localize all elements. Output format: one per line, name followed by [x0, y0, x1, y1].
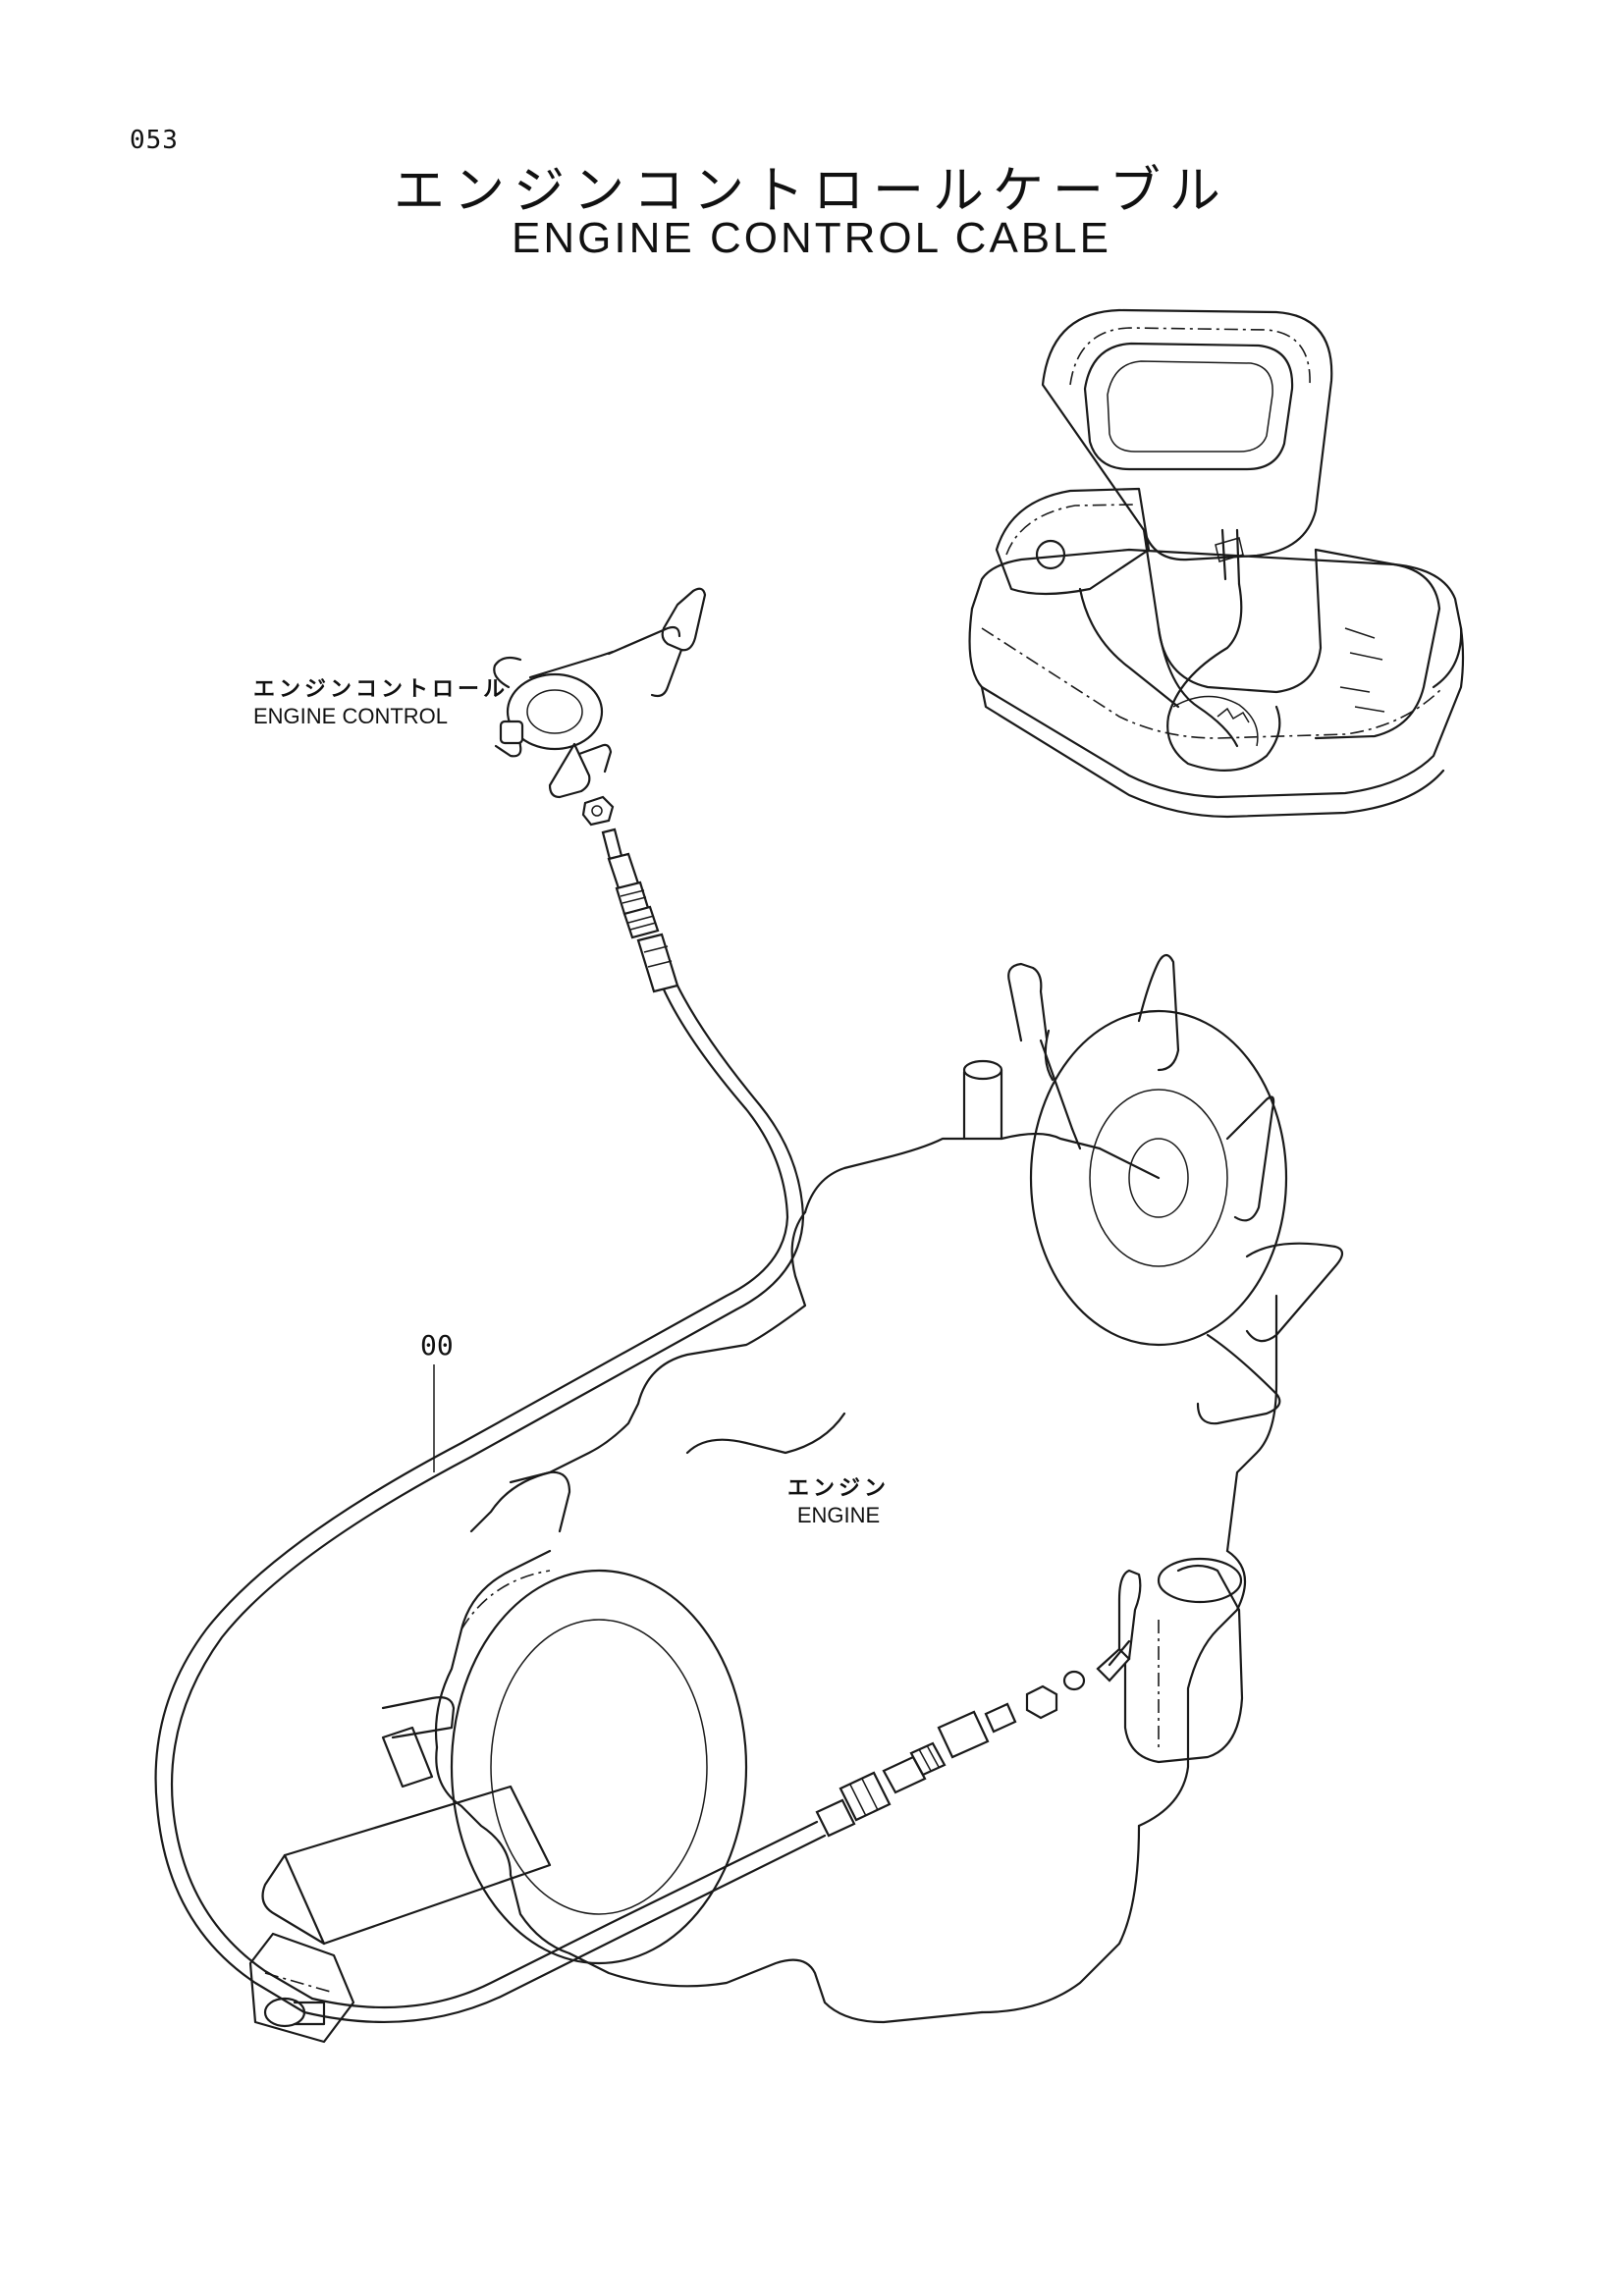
- label-engine: エンジン ENGINE: [787, 1474, 890, 1528]
- label-engine-control: エンジンコントロール ENGINE CONTROL: [253, 675, 509, 729]
- cable-lower-fitting: [815, 1569, 1142, 1838]
- label-engine-control-en: ENGINE CONTROL: [253, 703, 449, 728]
- label-engine-en: ENGINE: [796, 1502, 881, 1527]
- label-engine-control-jp: エンジンコントロール: [253, 676, 510, 701]
- label-engine-jp: エンジン: [787, 1475, 891, 1500]
- title-english: ENGINE CONTROL CABLE: [512, 214, 1111, 262]
- engine-control-lever-illustration: [493, 587, 707, 827]
- title-japanese: エンジンコントロールケーブル: [394, 162, 1229, 221]
- machine-overview-illustration: [968, 308, 1465, 819]
- engine-illustration: [248, 953, 1344, 2044]
- engine-control-cable: [154, 984, 827, 2024]
- cable-upper-fitting: [601, 828, 679, 993]
- page-number: 053: [130, 126, 179, 155]
- part-number-label: 00: [420, 1329, 454, 1362]
